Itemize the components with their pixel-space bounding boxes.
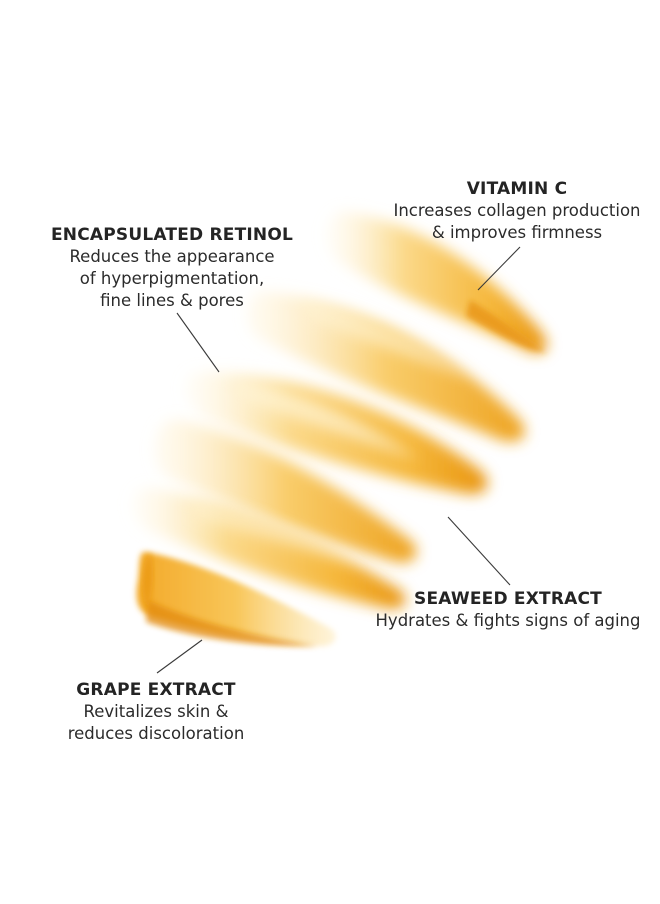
callout-desc: Revitalizes skin & [83,702,229,721]
callout-title: SEAWEED EXTRACT [414,589,602,609]
leader-line-vitamin-c [477,246,521,291]
cream-highlight [230,380,420,460]
cream-edge [146,600,318,647]
callout-vitamin-c: VITAMIN C Increases collagen production … [380,178,654,244]
cream-edge [466,300,546,352]
cream-stroke [246,291,525,442]
callout-seaweed-extract: SEAWEED EXTRACT Hydrates & fights signs … [362,588,654,632]
cream-highlight [300,300,470,380]
leader-line-retinol [176,312,220,373]
leader-line-grape [156,639,203,674]
callout-desc: reduces discoloration [67,724,245,743]
callout-encapsulated-retinol: ENCAPSULATED RETINOL Reduces the appeara… [38,224,306,312]
callout-title: GRAPE EXTRACT [76,680,236,700]
cream-strokes [131,211,547,647]
callout-grape-extract: GRAPE EXTRACT Revitalizes skin & reduces… [40,679,272,745]
cream-edge [142,552,154,610]
callout-title: VITAMIN C [466,179,568,199]
callout-desc: Increases collagen production [393,201,641,220]
cream-highlight [190,500,360,566]
callout-desc: & improves firmness [431,223,603,242]
leader-line-seaweed [447,516,511,586]
leader-lines [156,246,521,674]
callout-desc: Hydrates & fights signs of aging [375,611,641,630]
callout-desc: fine lines & pores [100,291,244,310]
callout-desc: Reduces the appearance [69,247,275,266]
cream-stroke [154,419,417,563]
callout-title: ENCAPSULATED RETINOL [50,225,294,245]
callout-desc: of hyperpigmentation, [79,269,265,288]
